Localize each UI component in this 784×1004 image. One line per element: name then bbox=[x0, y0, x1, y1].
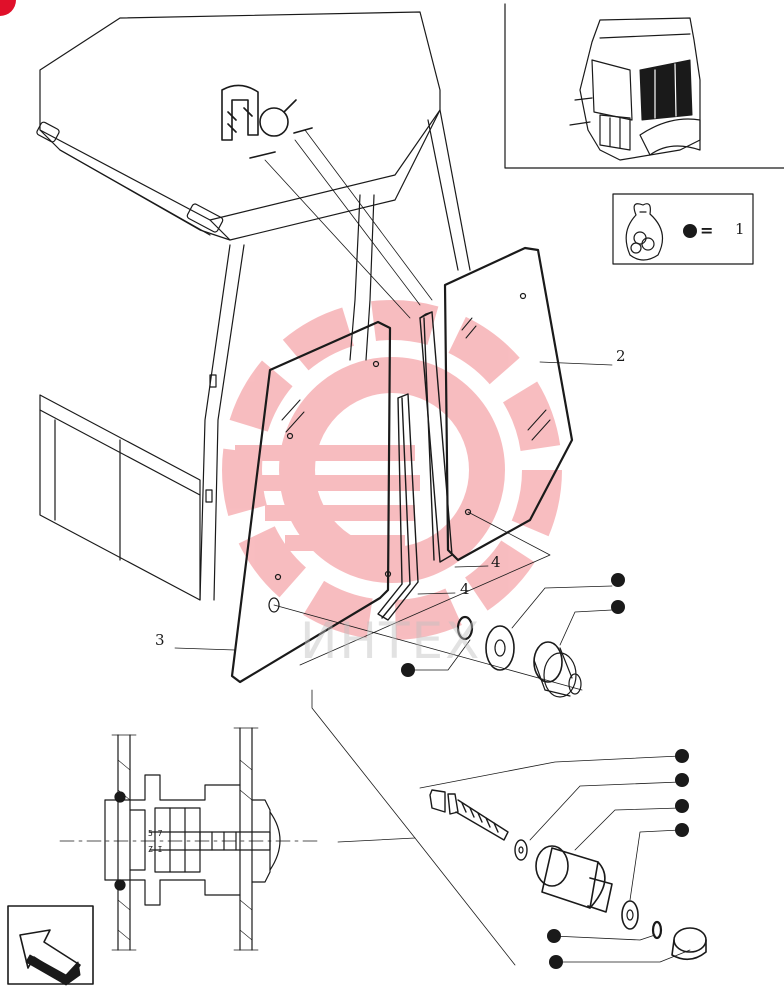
hardware-callout-dots bbox=[401, 224, 697, 969]
o-ring bbox=[456, 615, 474, 641]
mount-hole bbox=[268, 597, 280, 613]
cab-body bbox=[36, 11, 471, 601]
cap-nut bbox=[671, 927, 707, 961]
mount-hole bbox=[274, 573, 282, 581]
callout-dot bbox=[675, 823, 689, 837]
washer bbox=[621, 900, 639, 930]
callout-part-2: 2 bbox=[616, 347, 626, 365]
lower-hardware-stack bbox=[429, 789, 707, 961]
glass-panel-3 bbox=[230, 320, 392, 684]
callout-dot bbox=[547, 929, 561, 943]
callout-part-4-lower: 4 bbox=[460, 580, 470, 598]
mount-hole bbox=[384, 570, 392, 578]
mount-hole bbox=[464, 508, 472, 516]
kit-legend-box bbox=[612, 193, 754, 265]
glass-panel-2 bbox=[443, 246, 574, 562]
cross-section-detail: 5 7 Z I bbox=[59, 727, 321, 951]
rubber-washer bbox=[485, 625, 515, 671]
mount-bushing bbox=[533, 641, 582, 698]
seal-strip-4-upper bbox=[419, 311, 453, 563]
kit-legend-dot bbox=[683, 224, 697, 238]
mounting-stud bbox=[429, 789, 509, 841]
kit-legend-value: 1 bbox=[735, 220, 745, 238]
mount-hole bbox=[372, 360, 380, 368]
mount-hole bbox=[286, 432, 294, 440]
callout-part-4-upper: 4 bbox=[491, 553, 501, 571]
seal-strip-4-lower bbox=[377, 393, 419, 621]
callout-dot bbox=[675, 799, 689, 813]
kit-legend-equals: = bbox=[700, 221, 714, 240]
callout-dot bbox=[675, 749, 689, 763]
callout-part-3: 3 bbox=[155, 631, 165, 649]
mount-hole bbox=[519, 292, 527, 300]
callout-dot bbox=[401, 663, 415, 677]
svg-text:5 7: 5 7 bbox=[148, 829, 163, 838]
watermark-gear-logo bbox=[222, 300, 562, 640]
corner-badge bbox=[0, 0, 16, 16]
callout-dot bbox=[675, 773, 689, 787]
washer bbox=[514, 839, 528, 861]
svg-text:Z I: Z I bbox=[148, 845, 163, 854]
cab-location-thumbnail bbox=[504, 3, 784, 169]
parts-bag-icon bbox=[625, 203, 664, 261]
watermark-text: ИНТЕХ bbox=[300, 612, 482, 670]
previous-page-arrow-icon[interactable] bbox=[7, 905, 94, 986]
spacer-sleeve bbox=[535, 845, 613, 913]
callout-dot bbox=[611, 600, 625, 614]
rubber-seal-section-icon bbox=[221, 84, 313, 159]
callout-dot bbox=[549, 955, 563, 969]
o-ring bbox=[651, 920, 663, 940]
upper-hardware-stack bbox=[456, 615, 582, 698]
callout-dot bbox=[611, 573, 625, 587]
